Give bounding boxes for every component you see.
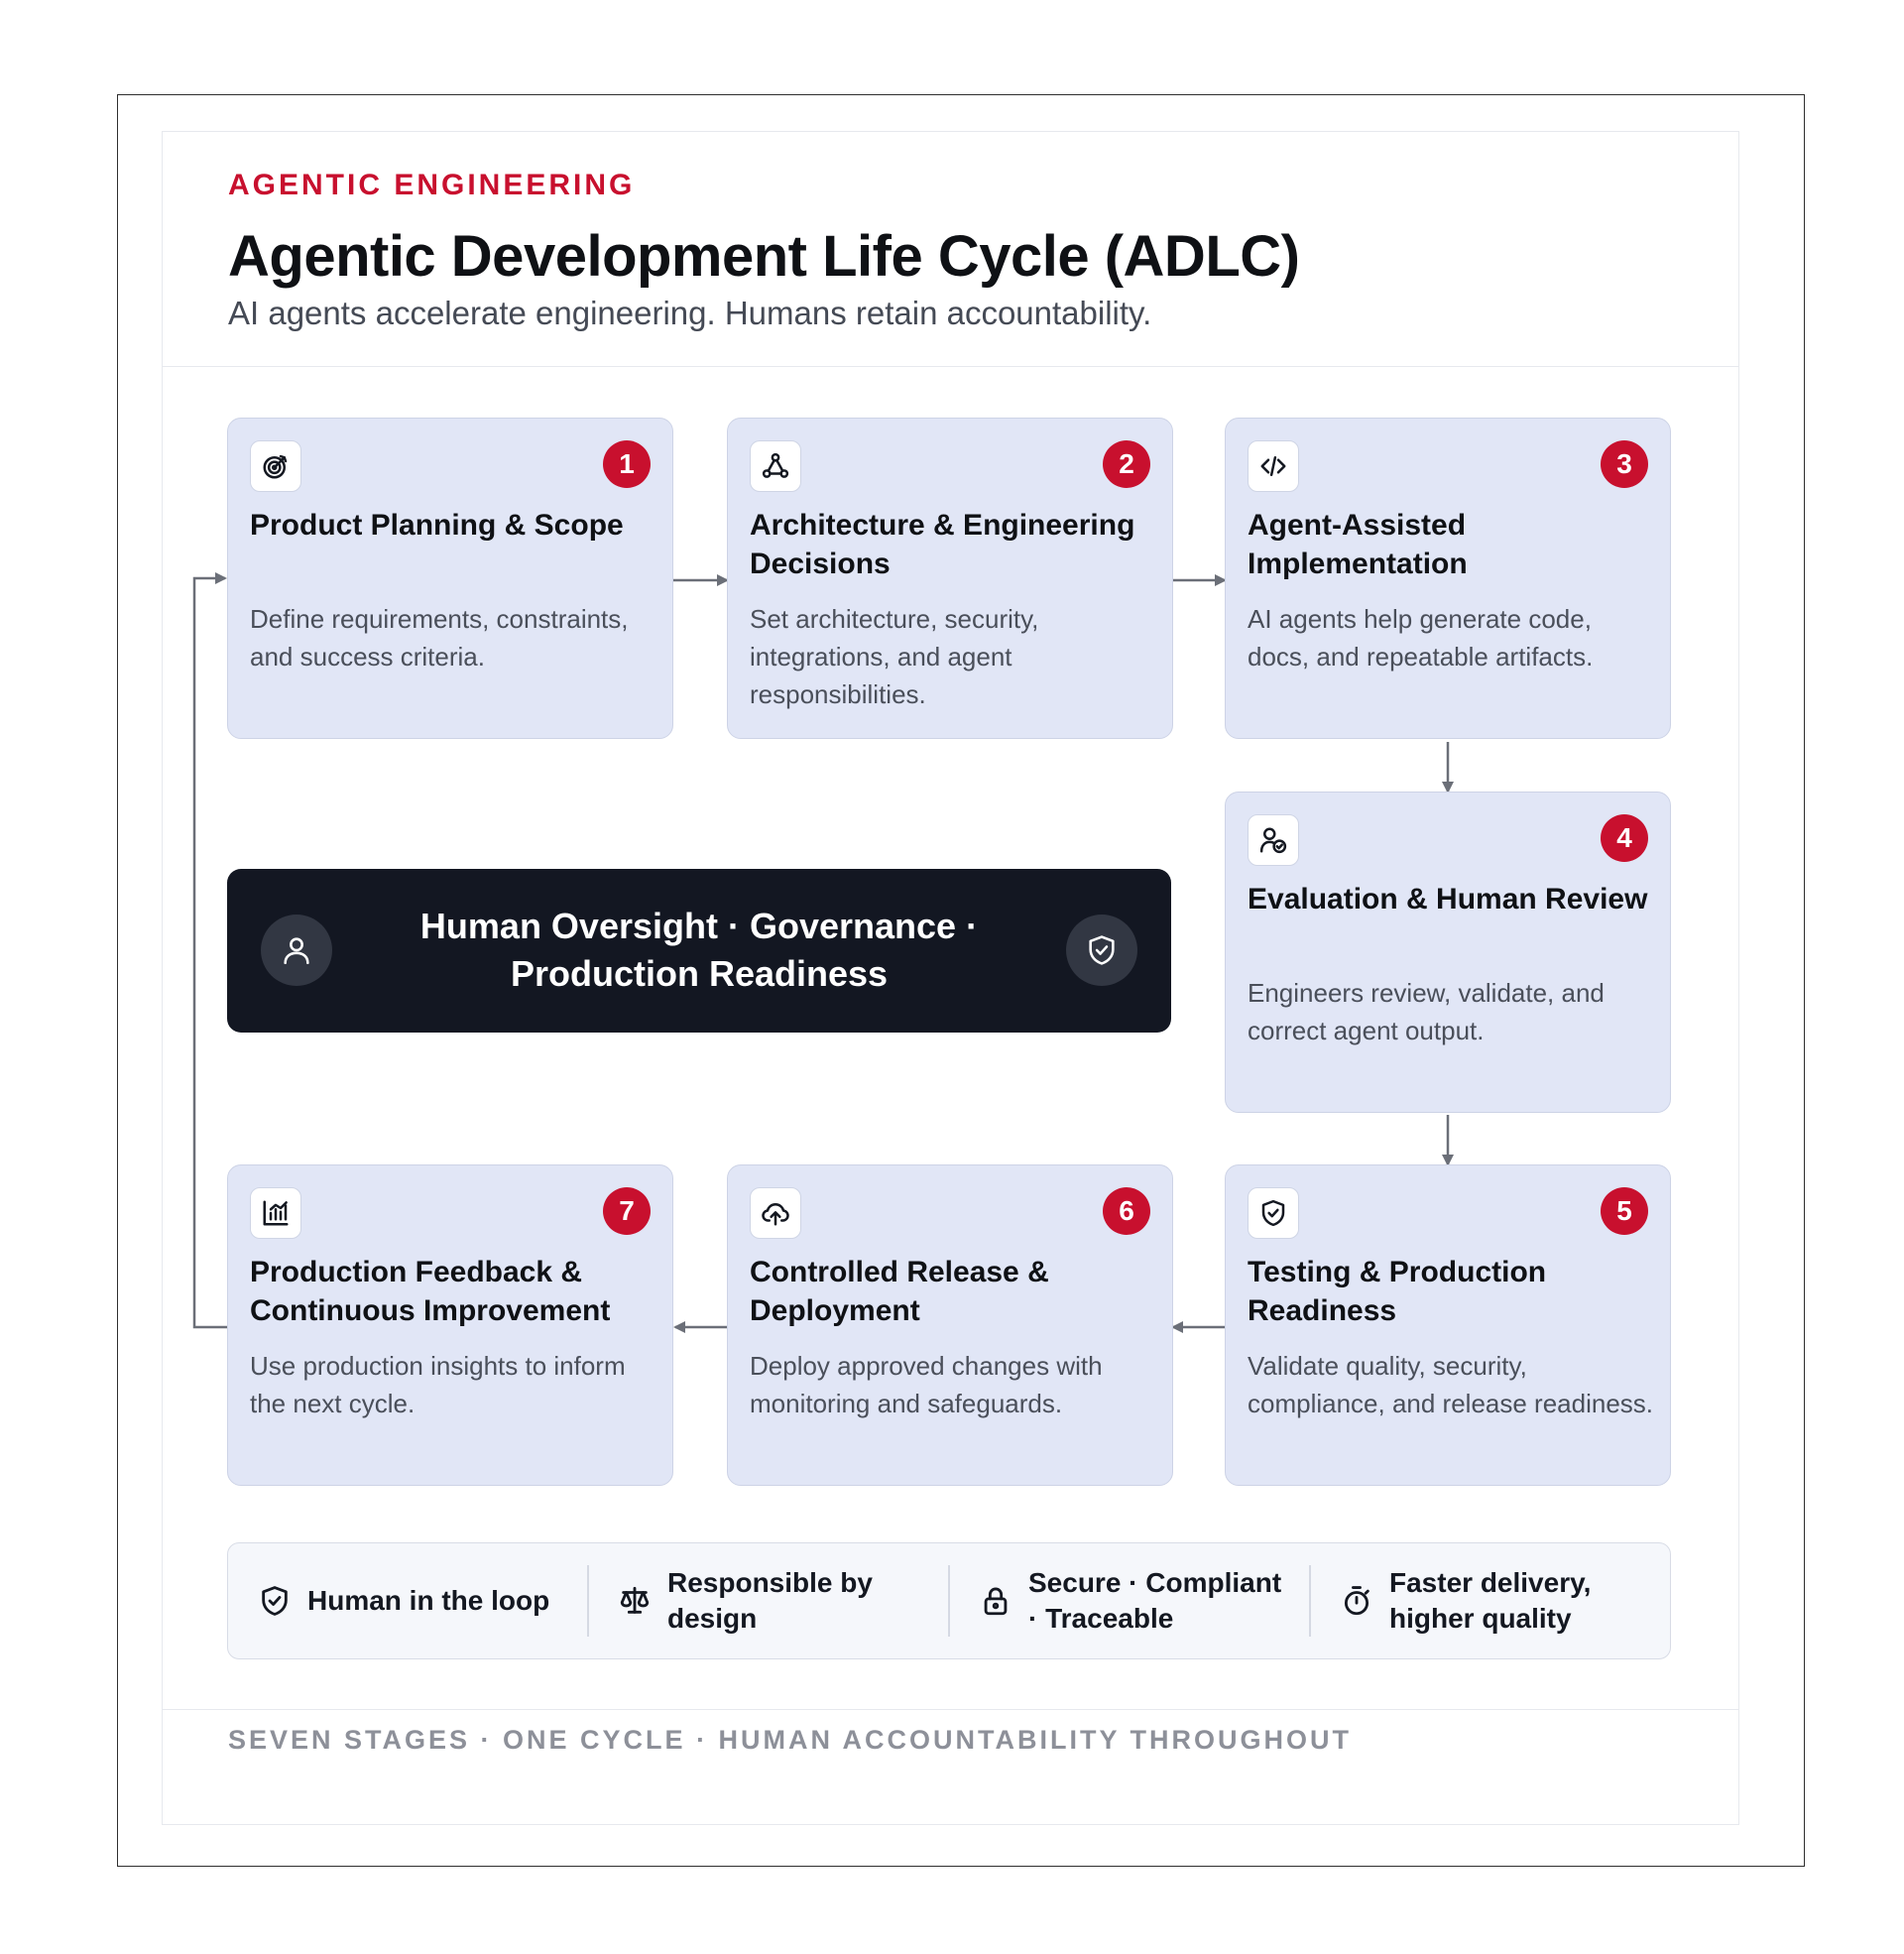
stage-card-2: 2 Architecture & Engineering Decisions S… <box>727 418 1173 739</box>
shield-check-icon <box>1248 1187 1299 1239</box>
target-icon <box>250 440 301 492</box>
bar-chart-icon <box>250 1187 301 1239</box>
user-check-icon <box>1248 814 1299 866</box>
principle-label: Human in the loop <box>307 1584 550 1616</box>
page-subtitle: AI agents accelerate engineering. Humans… <box>228 295 1152 331</box>
cloud-upload-icon <box>750 1187 801 1239</box>
shield-check-icon <box>262 1585 288 1616</box>
stage-card-7: 7 Production Feedback & Continuous Impro… <box>227 1164 673 1486</box>
oversight-panel: Human Oversight · Governance · Productio… <box>227 869 1171 1033</box>
principle-item: Faster delivery, higher quality <box>1340 1543 1657 1657</box>
outer-frame <box>117 94 1805 1867</box>
footer-divider <box>162 1709 1739 1710</box>
stage-description: Define requirements, constraints, and su… <box>250 604 629 672</box>
kicker-label: AGENTIC ENGINEERING <box>228 169 636 201</box>
principle-item: Responsible by design <box>618 1543 935 1657</box>
user-icon <box>261 915 332 986</box>
stage-card-5: 5 Testing & Production Readiness Validat… <box>1225 1164 1671 1486</box>
stage-title: Agent-Assisted Implementation <box>1248 509 1468 580</box>
stage-number-badge: 1 <box>603 440 651 488</box>
stage-number-badge: 4 <box>1601 814 1648 862</box>
stage-title: Controlled Release & Deployment <box>750 1256 1049 1327</box>
header-divider <box>162 366 1739 367</box>
stage-number-badge: 2 <box>1103 440 1150 488</box>
stage-number-badge: 6 <box>1103 1187 1150 1235</box>
stage-title: Production Feedback & Continuous Improve… <box>250 1256 611 1327</box>
stage-description: AI agents help generate code, docs, and … <box>1248 604 1594 672</box>
principle-label: Responsible by design <box>667 1566 873 1634</box>
code-icon <box>1248 440 1299 492</box>
stage-title: Product Planning & Scope <box>250 509 624 542</box>
principle-divider <box>948 1565 950 1637</box>
stopwatch-icon <box>1344 1585 1369 1615</box>
principle-divider <box>587 1565 589 1637</box>
oversight-label: Human Oversight · Governance · Productio… <box>419 906 979 994</box>
shield-check-icon <box>1066 915 1137 986</box>
principle-divider <box>1309 1565 1311 1637</box>
stage-card-3: 3 Agent-Assisted Implementation AI agent… <box>1225 418 1671 739</box>
principle-label: Secure · Compliant · Traceable <box>1028 1566 1282 1634</box>
stage-description: Deploy approved changes with monitoring … <box>750 1351 1103 1418</box>
stage-card-6: 6 Controlled Release & Deployment Deploy… <box>727 1164 1173 1486</box>
scale-icon <box>620 1586 650 1614</box>
stage-number-badge: 7 <box>603 1187 651 1235</box>
stage-title: Testing & Production Readiness <box>1248 1256 1547 1327</box>
stage-description: Validate quality, security, compliance, … <box>1248 1351 1654 1418</box>
footer-tagline: SEVEN STAGES · ONE CYCLE · HUMAN ACCOUNT… <box>228 1725 1353 1755</box>
stage-description: Use production insights to inform the ne… <box>250 1351 626 1418</box>
page-title: Agentic Development Life Cycle (ADLC) <box>228 224 1300 289</box>
principles-bar: Human in the loop Responsible by design … <box>227 1542 1671 1659</box>
stage-card-4: 4 Evaluation & Human Review Engineers re… <box>1225 792 1671 1113</box>
stage-number-badge: 5 <box>1601 1187 1648 1235</box>
stage-number-badge: 3 <box>1601 440 1648 488</box>
principle-item: Secure · Compliant · Traceable <box>979 1543 1306 1657</box>
principle-item: Human in the loop <box>258 1543 575 1657</box>
stage-description: Engineers review, validate, and correct … <box>1248 978 1605 1045</box>
stage-card-1: 1 Product Planning & Scope Define requir… <box>227 418 673 739</box>
lock-icon <box>984 1587 1008 1615</box>
network-nodes-icon <box>750 440 801 492</box>
stage-title: Architecture & Engineering Decisions <box>750 509 1135 580</box>
stage-description: Set architecture, security, integrations… <box>750 604 1039 709</box>
stage-title: Evaluation & Human Review <box>1248 883 1648 916</box>
principle-label: Faster delivery, higher quality <box>1389 1566 1592 1634</box>
